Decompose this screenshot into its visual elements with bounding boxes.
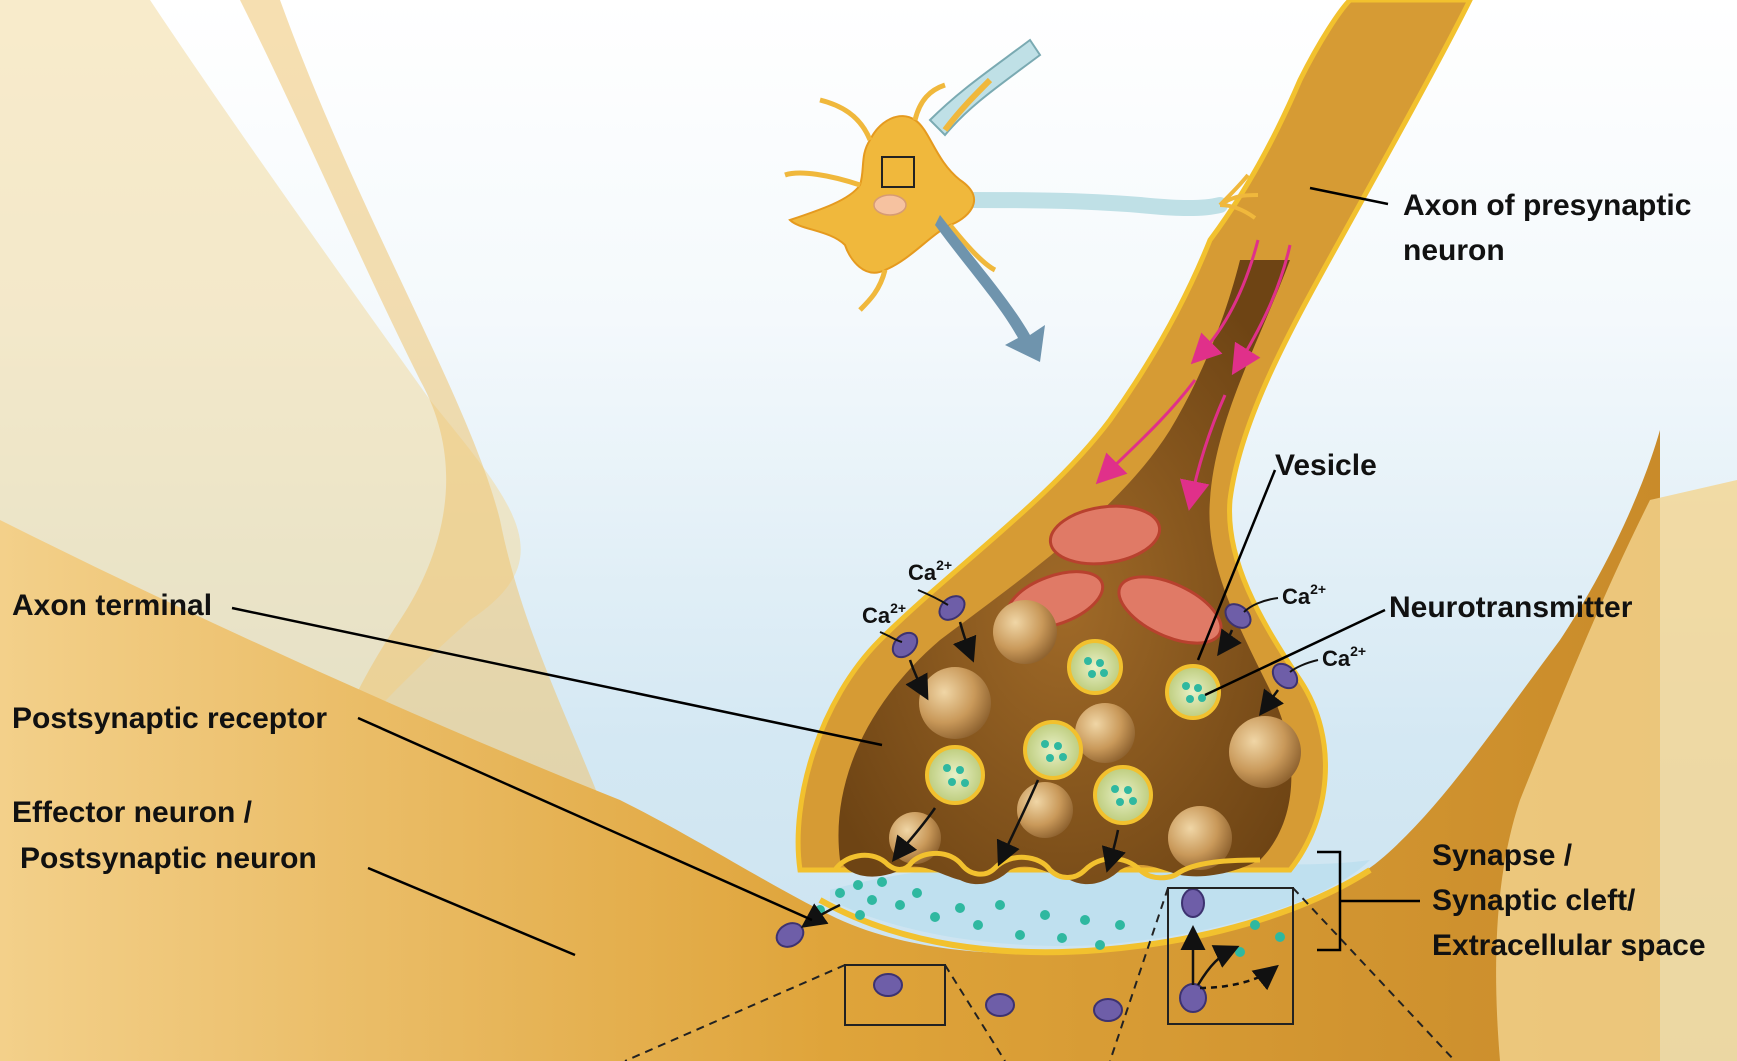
vesicle-filled-2 <box>1025 722 1081 778</box>
label-vesicle: Vesicle <box>1275 449 1377 482</box>
vesicle-filled-3 <box>1095 767 1151 823</box>
label-synapse-2: Synaptic cleft/ <box>1432 884 1636 917</box>
vesicle-filled-1 <box>927 747 983 803</box>
label-axon-presynaptic-1: Axon of presynaptic <box>1403 189 1691 222</box>
label-neurotransmitter: Neurotransmitter <box>1389 591 1633 624</box>
label-postsynaptic-receptor: Postsynaptic receptor <box>12 702 327 735</box>
label-axon-terminal: Axon terminal <box>12 589 212 622</box>
label-synapse-3: Extracellular space <box>1432 929 1706 962</box>
label-axon-presynaptic-2: neuron <box>1403 234 1505 267</box>
label-effector-2: Postsynaptic neuron <box>20 842 317 875</box>
label-effector-1: Effector neuron / <box>12 796 253 829</box>
vesicle-filled-4 <box>1069 641 1121 693</box>
label-synapse-1: Synapse / <box>1432 839 1573 872</box>
